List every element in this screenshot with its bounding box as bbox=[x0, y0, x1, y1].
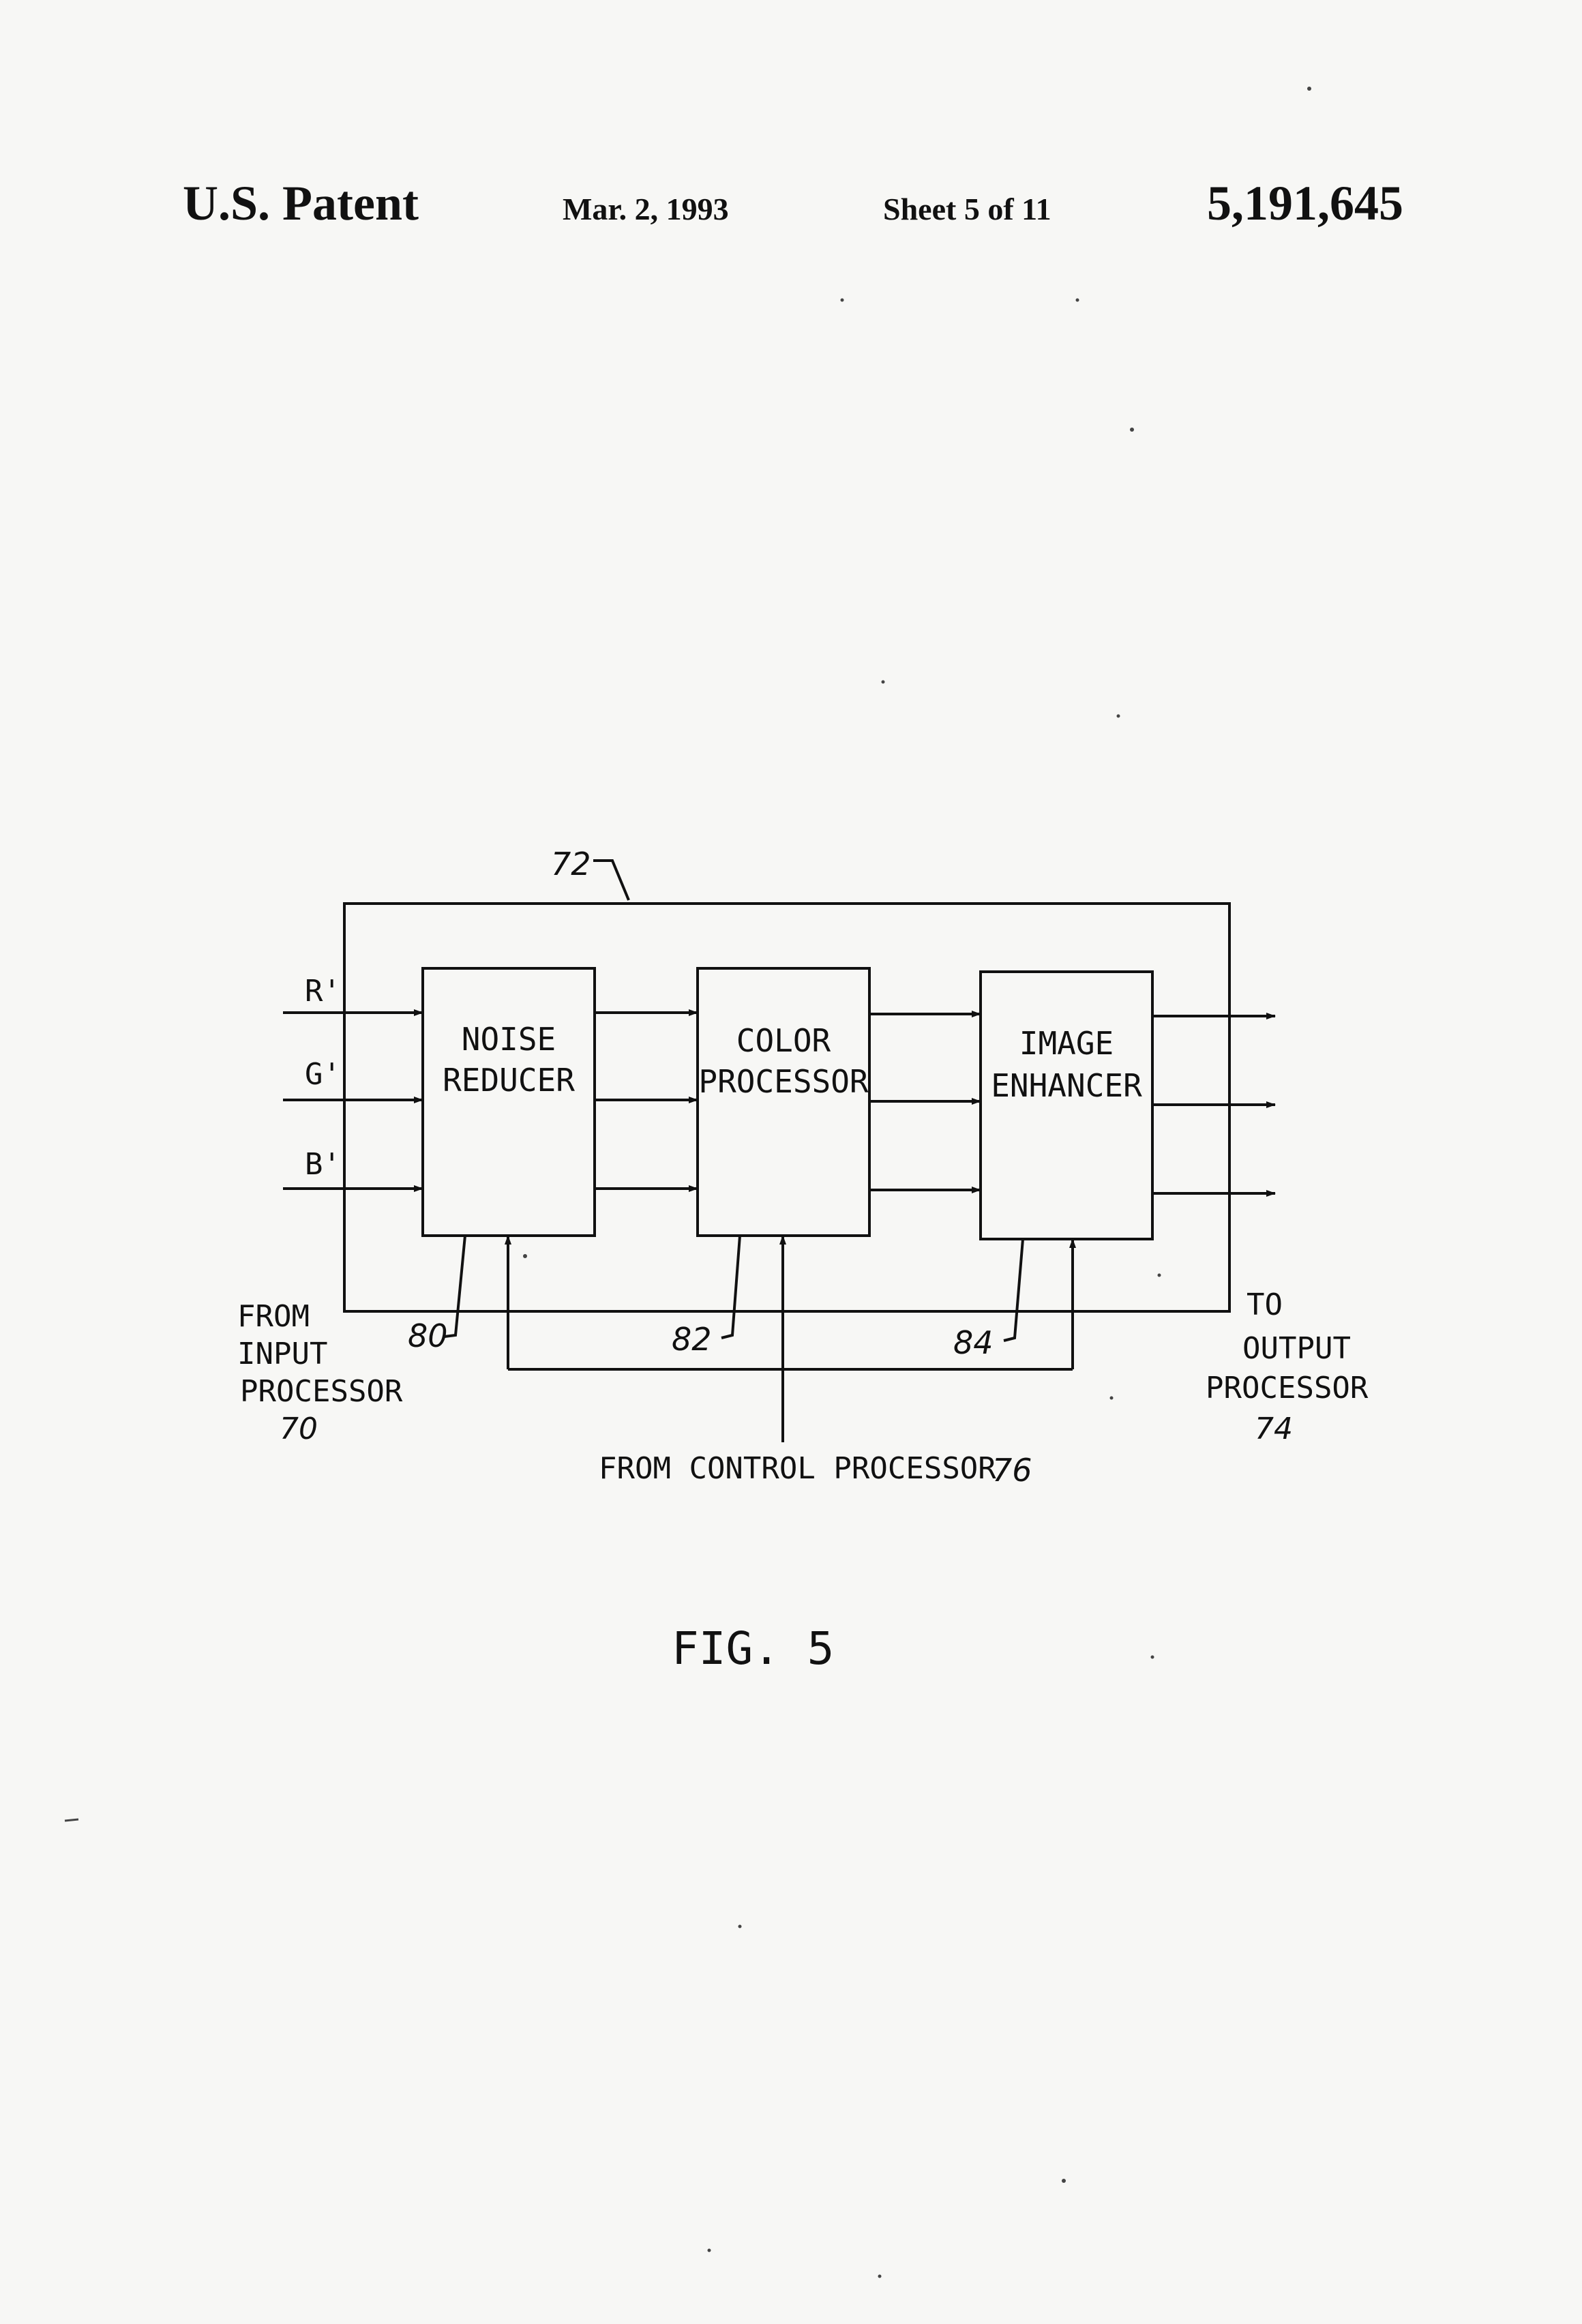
ref-leader-84 bbox=[1004, 1239, 1023, 1341]
noise-reducer-label-1: NOISE bbox=[462, 1021, 556, 1058]
patent-title: U.S. Patent bbox=[183, 176, 419, 230]
system-ref-label: 72 bbox=[551, 846, 591, 882]
figure-caption: FIG. 5 bbox=[672, 1622, 834, 1675]
ref-label-80: 80 bbox=[408, 1317, 448, 1354]
input-source-line-1: FROM bbox=[237, 1299, 310, 1334]
output-dest-line-2: OUTPUT bbox=[1242, 1331, 1351, 1366]
control-source-ref: 76 bbox=[992, 1452, 1032, 1489]
system-ref-leader bbox=[593, 861, 629, 900]
output-dest-line-1: TO bbox=[1247, 1287, 1283, 1322]
input-source-ref: 70 bbox=[280, 1412, 318, 1446]
image-enhancer-block bbox=[981, 972, 1152, 1239]
noise-reducer-block bbox=[423, 968, 595, 1236]
patent-number: 5,191,645 bbox=[1207, 176, 1403, 230]
input-source-line-2: INPUT bbox=[237, 1337, 327, 1371]
image-enhancer-label-2: ENHANCER bbox=[991, 1067, 1142, 1104]
input-label-r: R' bbox=[305, 974, 341, 1009]
control-source-label: FROM CONTROL PROCESSOR bbox=[599, 1451, 996, 1486]
ref-leader-82 bbox=[721, 1236, 740, 1338]
color-processor-label-1: COLOR bbox=[736, 1022, 831, 1059]
input-label-b: B' bbox=[305, 1147, 341, 1182]
system-outline bbox=[344, 904, 1229, 1311]
color-processor-block bbox=[698, 968, 869, 1236]
scan-specks bbox=[65, 87, 1311, 2278]
color-processor-label-2: PROCESSOR bbox=[698, 1063, 869, 1100]
input-source-line-3: PROCESSOR bbox=[240, 1374, 403, 1409]
image-enhancer-label-1: IMAGE bbox=[1019, 1025, 1114, 1062]
output-dest-ref: 74 bbox=[1255, 1412, 1293, 1446]
output-dest-line-3: PROCESSOR bbox=[1206, 1371, 1369, 1405]
input-label-g: G' bbox=[305, 1057, 341, 1092]
patent-date: Mar. 2, 1993 bbox=[563, 192, 729, 226]
sheet-number: Sheet 5 of 11 bbox=[883, 192, 1051, 226]
ref-label-84: 84 bbox=[953, 1324, 994, 1361]
ref-label-82: 82 bbox=[672, 1321, 712, 1358]
noise-reducer-label-2: REDUCER bbox=[443, 1062, 575, 1099]
